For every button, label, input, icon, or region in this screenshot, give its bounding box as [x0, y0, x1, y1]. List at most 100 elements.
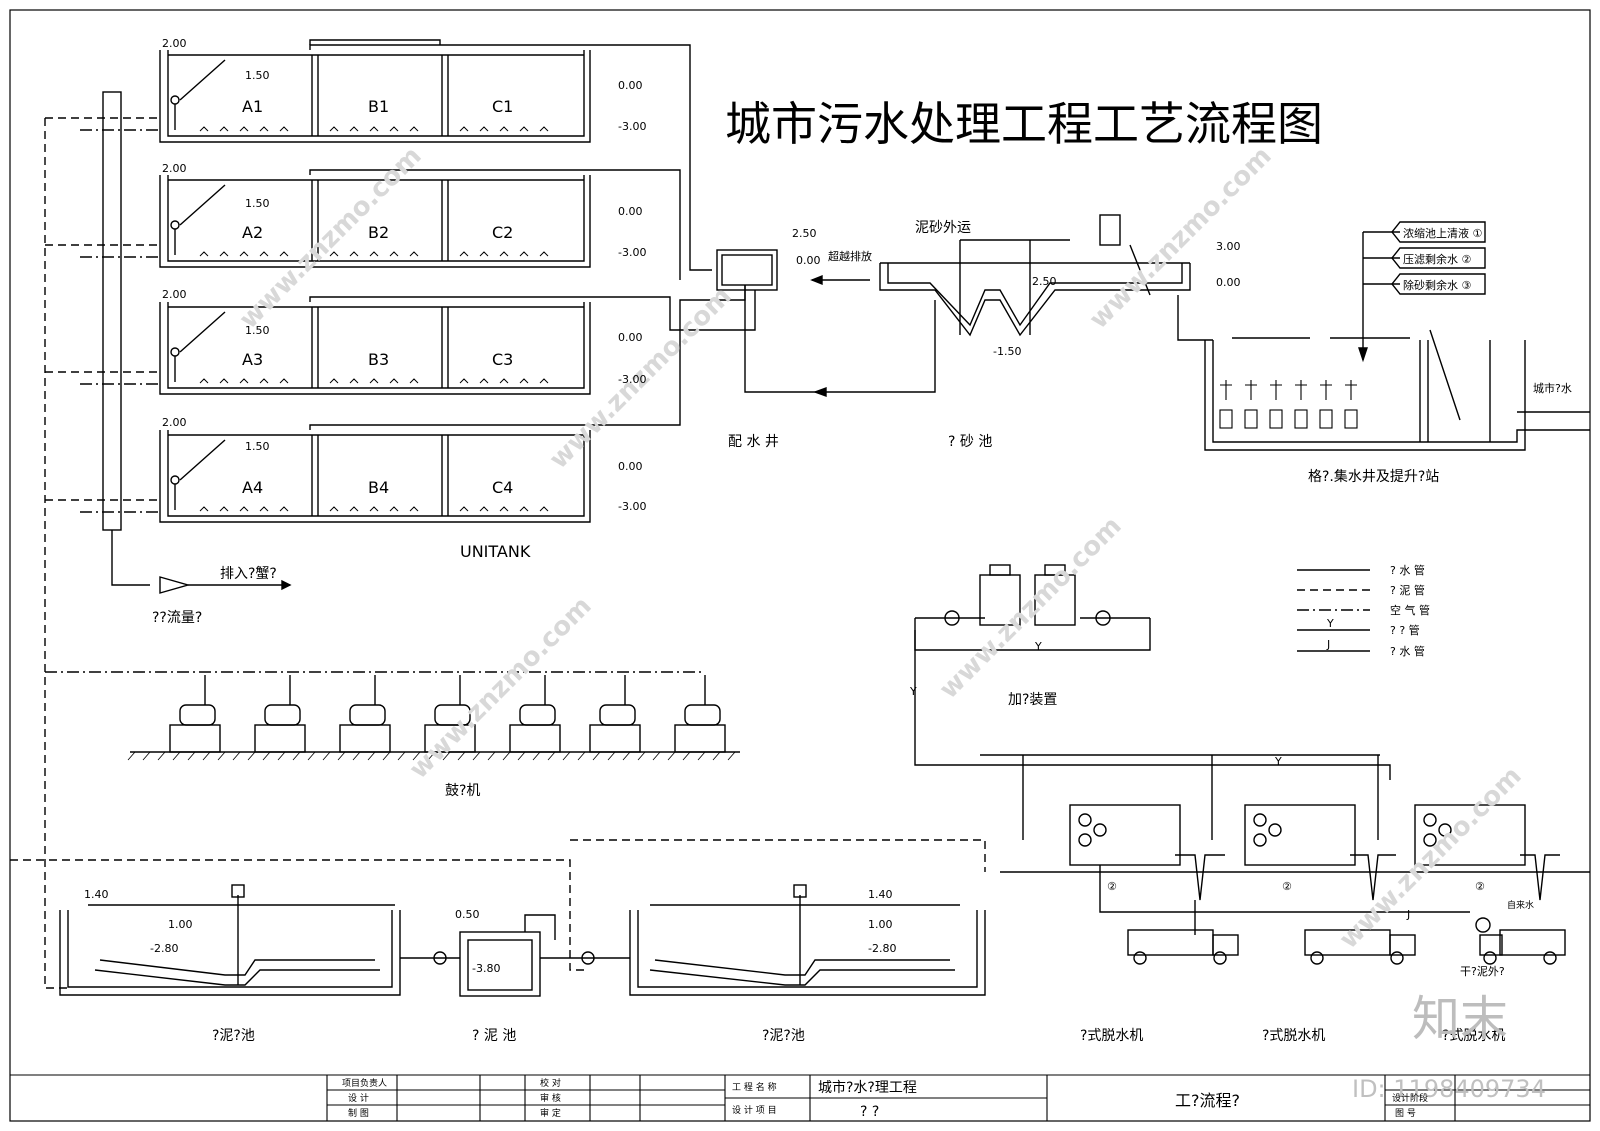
thickener-level-water: 1.00 [168, 918, 193, 931]
tb-design-item: ? ? [860, 1104, 879, 1120]
dewater-unit-1 [1069, 804, 1239, 965]
sludge-pool [400, 914, 630, 997]
dry-sludge-label: 干?泥外? [1460, 965, 1505, 978]
pipe-y-label: Y [909, 685, 917, 698]
pipe-y-label: Y [1274, 755, 1282, 768]
grit-top-label: 泥砂外运 [915, 220, 971, 236]
return-label-3: 除砂剩余水 ③ [1403, 278, 1471, 292]
circle-num: ② [1107, 880, 1117, 893]
dewater-label-2: ?式脱水机 [1262, 1028, 1325, 1044]
level-ground: 0.00 [618, 331, 643, 344]
thickener-right [629, 884, 986, 996]
tank-c1-label: C1 [492, 97, 513, 116]
dewatering-area [10, 804, 1590, 971]
grit-chamber-label: ? 砂 池 [948, 434, 992, 450]
tank-c3-label: C3 [492, 350, 513, 369]
lift-station [1177, 231, 1590, 451]
tb-drawing-no: 图 号 [1395, 1108, 1416, 1119]
level-top: 2.00 [162, 162, 187, 175]
blower-6 [589, 675, 641, 753]
tank-a4-label: A4 [242, 478, 263, 497]
thickener-level-top: 1.40 [868, 888, 893, 901]
tb-drawing-name: 工?流程? [1175, 1091, 1240, 1110]
blower-label: 鼓?机 [445, 783, 480, 799]
blower-4 [424, 675, 476, 753]
level-ground: 0.00 [618, 460, 643, 473]
level-ground: 0.00 [618, 205, 643, 218]
thickener-level-top: 1.40 [84, 888, 109, 901]
dewater-label-3: ?式脱水机 [1442, 1028, 1505, 1044]
tb-review: 审 核 [540, 1092, 561, 1104]
level-300: 3.00 [1216, 240, 1241, 253]
level-250b: 2.50 [1032, 275, 1057, 288]
return-label-1: 浓缩池上清液 ① [1403, 226, 1482, 240]
lift-pumps [1219, 380, 1358, 429]
pipe-y-label: Y [1034, 640, 1042, 653]
blower-3 [339, 675, 391, 753]
pipe-j-label: J [1406, 908, 1410, 921]
legend-code-j: J [1326, 638, 1330, 651]
overflow-label: 超越排放 [828, 249, 872, 263]
legend-label-5: ? 水 管 [1390, 644, 1425, 658]
tb-approve: 审 定 [540, 1107, 561, 1119]
level-bottom: -3.00 [618, 246, 646, 259]
blower-5 [509, 675, 561, 753]
tb-check: 校 对 [540, 1077, 561, 1089]
level-top: 2.00 [162, 416, 187, 429]
legend-label-4: ? ? 管 [1390, 623, 1420, 637]
logo-text: 知末 [1412, 991, 1508, 1047]
level-water: 1.50 [245, 440, 270, 453]
legend-label-2: ? 泥 管 [1390, 583, 1425, 597]
pool-level-top: 0.50 [455, 908, 480, 921]
tb-design-stage: 设计阶段 [1392, 1092, 1428, 1104]
tank-row-1 [159, 39, 591, 143]
sludge-pool-label: ? 泥 池 [472, 1028, 516, 1044]
thickener-right-label: ?泥?池 [762, 1028, 805, 1044]
level-top: 2.00 [162, 37, 187, 50]
level-top: 2.00 [162, 288, 187, 301]
legend-label-3: 空 气 管 [1390, 603, 1430, 617]
circle-num: ② [1475, 880, 1485, 893]
lift-station-label: 格?.集水井及提升?站 [1308, 468, 1439, 485]
discharge-label: 排入?蟹? [220, 566, 277, 582]
flowmeter-label: ??流量? [152, 610, 202, 626]
tank-a2-label: A2 [242, 223, 263, 242]
unitank-group [44, 39, 756, 989]
watermark-text: www.znzmo.com [934, 511, 1128, 705]
tb-project-lead: 项目负责人 [342, 1077, 387, 1089]
tb-design-item-label: 设 计 项 目 [732, 1104, 777, 1116]
diagram-title: 城市污水处理工程工艺流程图 [725, 97, 1323, 151]
legend-lines [1297, 569, 1370, 652]
level-water: 1.50 [245, 324, 270, 337]
tank-b1-label: B1 [368, 97, 389, 116]
level-250a: 2.50 [792, 227, 817, 240]
tap-water-label: 自来水 [1507, 899, 1534, 911]
thickener-left [59, 884, 401, 996]
tb-project-name: 城市?水?理工程 [818, 1079, 917, 1096]
blower-row [127, 675, 740, 761]
city-sewage-label: 城市?水 [1533, 381, 1572, 395]
tb-draw: 制 图 [348, 1107, 369, 1119]
tank-a3-label: A3 [242, 350, 263, 369]
dewater-unit-3 [1414, 804, 1566, 965]
level-water: 1.50 [245, 197, 270, 210]
thickener-left-label: ?泥?池 [212, 1028, 255, 1044]
return-label-2: 压滤剩余水 ② [1403, 252, 1471, 266]
blower-2 [254, 675, 306, 753]
tb-design: 设 计 [348, 1092, 369, 1104]
unitank-label: UNITANK [460, 542, 531, 561]
tank-row-2 [159, 175, 591, 268]
tank-c4-label: C4 [492, 478, 513, 497]
distribution-well-label: 配 水 井 [728, 434, 779, 450]
level-150: -1.50 [993, 345, 1021, 358]
level-bottom: -3.00 [618, 120, 646, 133]
diffusers [199, 126, 549, 512]
pool-level-bottom: -3.80 [472, 962, 500, 975]
dewater-unit-2 [1244, 804, 1416, 965]
blower-7 [674, 675, 726, 753]
circle-num: ② [1282, 880, 1292, 893]
tank-a1-label: A1 [242, 97, 263, 116]
distribution-well [716, 249, 936, 397]
tank-row-3 [159, 302, 591, 395]
level-bottom: -3.00 [618, 373, 646, 386]
